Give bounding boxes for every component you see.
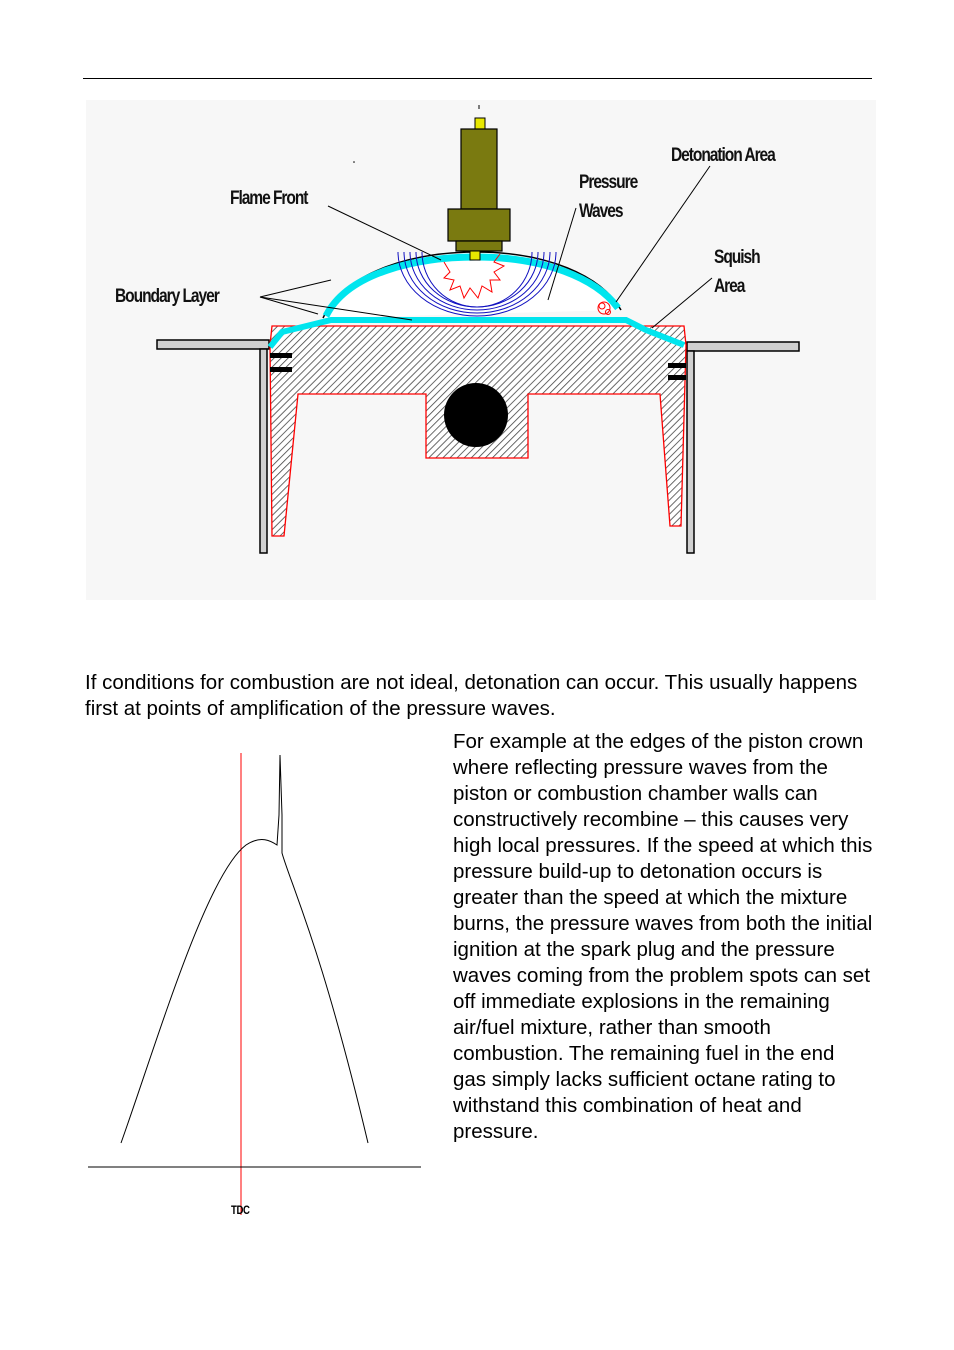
piston-ring-right-2 — [668, 375, 686, 380]
boundary-layer-squish — [267, 317, 686, 349]
pressure-curve — [120, 754, 369, 1144]
pressure-graph — [88, 753, 421, 1215]
piston-ring-left-2 — [270, 367, 292, 372]
intro-paragraph: If conditions for combustion are not ide… — [85, 671, 858, 720]
label-flame-front: Flame Front — [230, 188, 309, 209]
diagram-svg — [156, 105, 800, 554]
piston-ring-left-1 — [270, 353, 292, 358]
label-boundary-layer: Boundary Layer — [115, 286, 220, 307]
spark-plug-insulator — [460, 128, 498, 210]
spark-plug-hex — [447, 208, 511, 242]
head-deck-right — [686, 341, 800, 352]
tdc-label: TDC — [231, 1203, 250, 1217]
combustion-dome — [322, 251, 622, 319]
combustion-chamber-diagram: Detonation Area Flame Front Pressure Wav… — [86, 100, 876, 600]
cylinder-wall-right — [686, 350, 695, 554]
wrist-pin — [444, 383, 508, 447]
spark-plug-thread — [455, 240, 503, 252]
spark-plug-terminal — [474, 117, 486, 130]
flame-front — [442, 253, 506, 300]
piston-ring-right-1 — [668, 363, 686, 368]
header-rule — [83, 78, 872, 79]
label-detonation-area: Detonation Area — [671, 145, 776, 166]
head-deck-left — [156, 339, 270, 350]
label-squish-area: Squish Area — [714, 247, 761, 297]
spark-plug-electrode — [469, 250, 481, 261]
detonation-spot — [597, 301, 611, 315]
pressure-waves — [397, 251, 557, 317]
body-paragraph: For example at the edges of the piston c… — [453, 730, 873, 1143]
label-pressure-waves: Pressure Waves — [579, 172, 638, 222]
leader-lines — [259, 165, 713, 329]
cylinder-wall-left — [259, 348, 268, 554]
stray-dot — [353, 161, 355, 163]
